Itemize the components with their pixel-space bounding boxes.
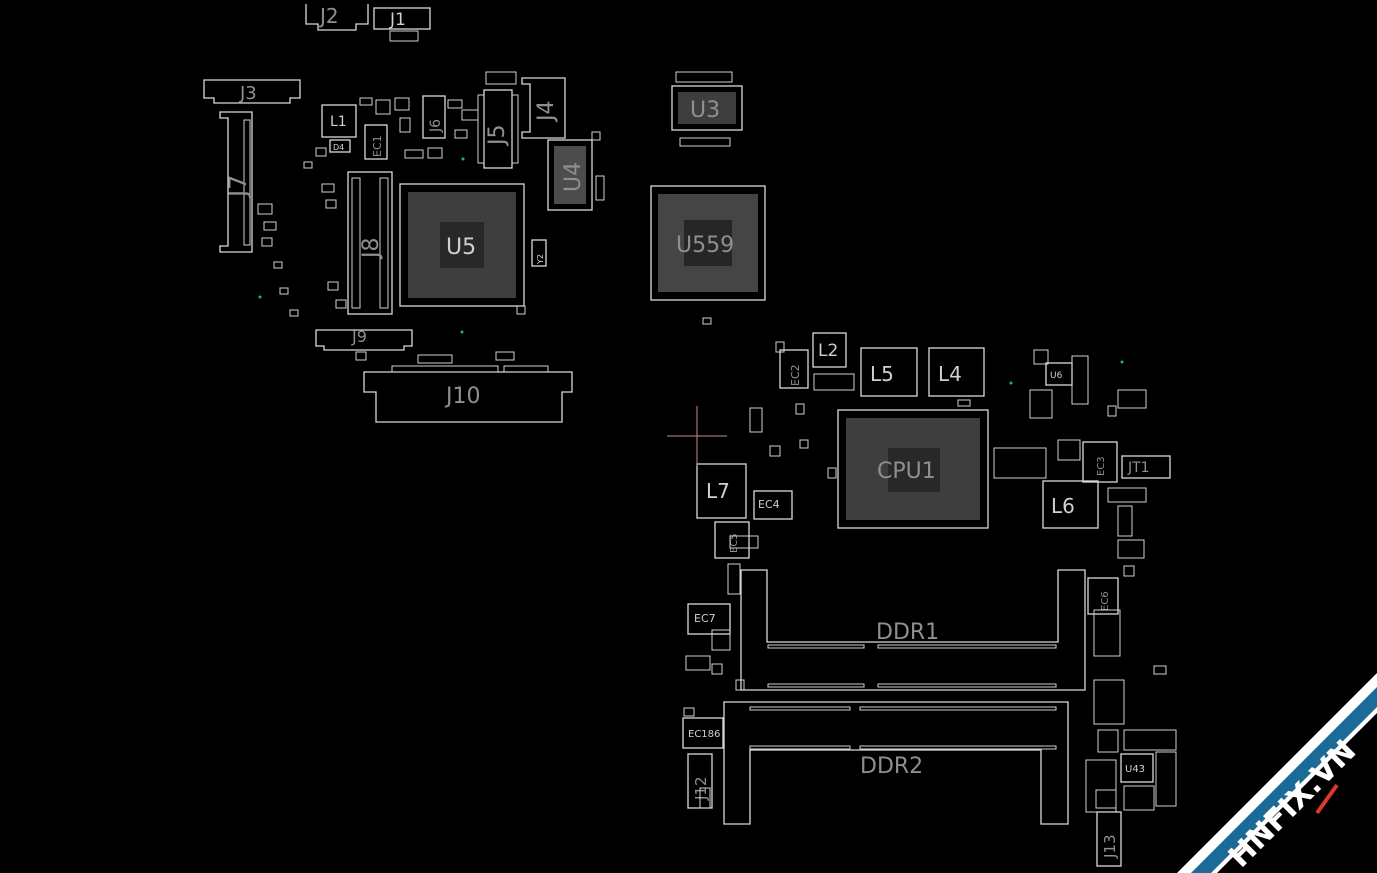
connector-j6[interactable]: J6	[422, 95, 446, 139]
label-cpu1: CPU1	[877, 459, 936, 484]
label-u4: U4	[561, 162, 586, 192]
capacitor-ec1[interactable]: EC1	[364, 124, 388, 160]
label-ec7: EC7	[694, 612, 716, 625]
connector-j10[interactable]: J10	[363, 365, 573, 423]
label-l1: L1	[330, 114, 347, 130]
label-l5: L5	[870, 362, 894, 386]
label-ec2: EC2	[789, 364, 802, 386]
chip-u5[interactable]: U5	[399, 183, 525, 307]
memory-slot-ddr1[interactable]: DDR1	[740, 569, 1086, 691]
via-markers	[258, 157, 1124, 385]
inductor-l5[interactable]: L5	[860, 347, 918, 397]
label-ddr1: DDR1	[876, 620, 939, 645]
label-j10: J10	[444, 384, 480, 409]
label-u3: U3	[690, 98, 720, 123]
chip-u4[interactable]: U4	[547, 139, 593, 211]
capacitor-ec6[interactable]: EC6	[1087, 577, 1119, 615]
capacitor-ec2[interactable]: EC2	[779, 349, 809, 389]
label-u43: U43	[1125, 764, 1145, 775]
label-u5: U5	[446, 235, 476, 260]
label-l4: L4	[938, 362, 962, 386]
capacitor-ec5[interactable]: EC5	[714, 521, 750, 559]
capacitor-ec7[interactable]: EC7	[687, 603, 731, 635]
label-l6: L6	[1051, 494, 1075, 518]
label-j2: J2	[318, 4, 339, 28]
chip-u559[interactable]: U559	[650, 185, 766, 301]
connector-j3[interactable]: J3	[203, 79, 301, 104]
label-j8: J8	[359, 238, 384, 261]
connector-j7[interactable]: J7	[219, 111, 253, 253]
inductor-l6[interactable]: L6	[1042, 480, 1099, 529]
connector-j9[interactable]: J9	[315, 327, 413, 351]
capacitor-ec3[interactable]: EC3	[1082, 441, 1118, 483]
label-u6: U6	[1050, 371, 1063, 381]
test-point-jt1[interactable]: JT1	[1121, 455, 1171, 479]
label-ec186: EC186	[688, 729, 720, 740]
label-ec6: EC6	[1100, 591, 1111, 611]
label-j5: J5	[485, 125, 510, 148]
inductor-l4[interactable]: L4	[928, 347, 985, 397]
connector-j4[interactable]: J4	[521, 77, 566, 139]
label-j9: J9	[351, 327, 367, 346]
label-l7: L7	[706, 479, 730, 503]
chip-u43[interactable]: U43	[1120, 753, 1154, 783]
label-j6: J6	[428, 119, 444, 133]
label-ec5: EC5	[729, 533, 740, 553]
label-j4: J4	[534, 101, 559, 124]
crosshair-cursor	[667, 406, 727, 466]
label-j3: J3	[239, 83, 257, 104]
label-ddr2: DDR2	[860, 754, 923, 779]
label-u559: U559	[676, 233, 734, 258]
inductor-l7[interactable]: L7	[696, 463, 747, 519]
label-j12: J12	[692, 776, 710, 801]
connector-j5[interactable]: J5	[477, 89, 519, 169]
inductor-l1[interactable]: L1	[321, 104, 357, 138]
label-j1: J1	[389, 10, 406, 30]
label-y2: Y2	[536, 254, 545, 265]
label-l2: L2	[818, 341, 838, 361]
connector-j2[interactable]: J2	[305, 4, 369, 31]
label-j13: J13	[1101, 834, 1119, 859]
label-ec4: EC4	[758, 498, 780, 511]
passive-pads	[257, 71, 1177, 813]
label-ec1: EC1	[371, 135, 384, 157]
label-ec3: EC3	[1096, 456, 1107, 476]
diode-d4[interactable]: D4	[329, 139, 351, 153]
capacitor-ec186[interactable]: EC186	[682, 717, 724, 749]
connector-j1[interactable]: J1	[373, 7, 431, 42]
chip-cpu1[interactable]: CPU1	[837, 409, 989, 529]
capacitor-ec4[interactable]: EC4	[753, 490, 793, 520]
label-d4: D4	[333, 143, 344, 152]
connector-j8[interactable]: J8	[347, 171, 393, 315]
label-jt1: JT1	[1127, 460, 1150, 476]
inductor-l2[interactable]: L2	[812, 332, 847, 368]
watermark-text: HNFIX.VN	[1222, 733, 1363, 873]
chip-u3[interactable]: U3	[671, 85, 743, 131]
hnfix-watermark: HNFIX.VN	[1177, 673, 1377, 873]
label-j7: J7	[224, 175, 252, 199]
crystal-y2[interactable]: Y2	[531, 239, 547, 267]
memory-slot-ddr2[interactable]: DDR2	[723, 701, 1069, 825]
